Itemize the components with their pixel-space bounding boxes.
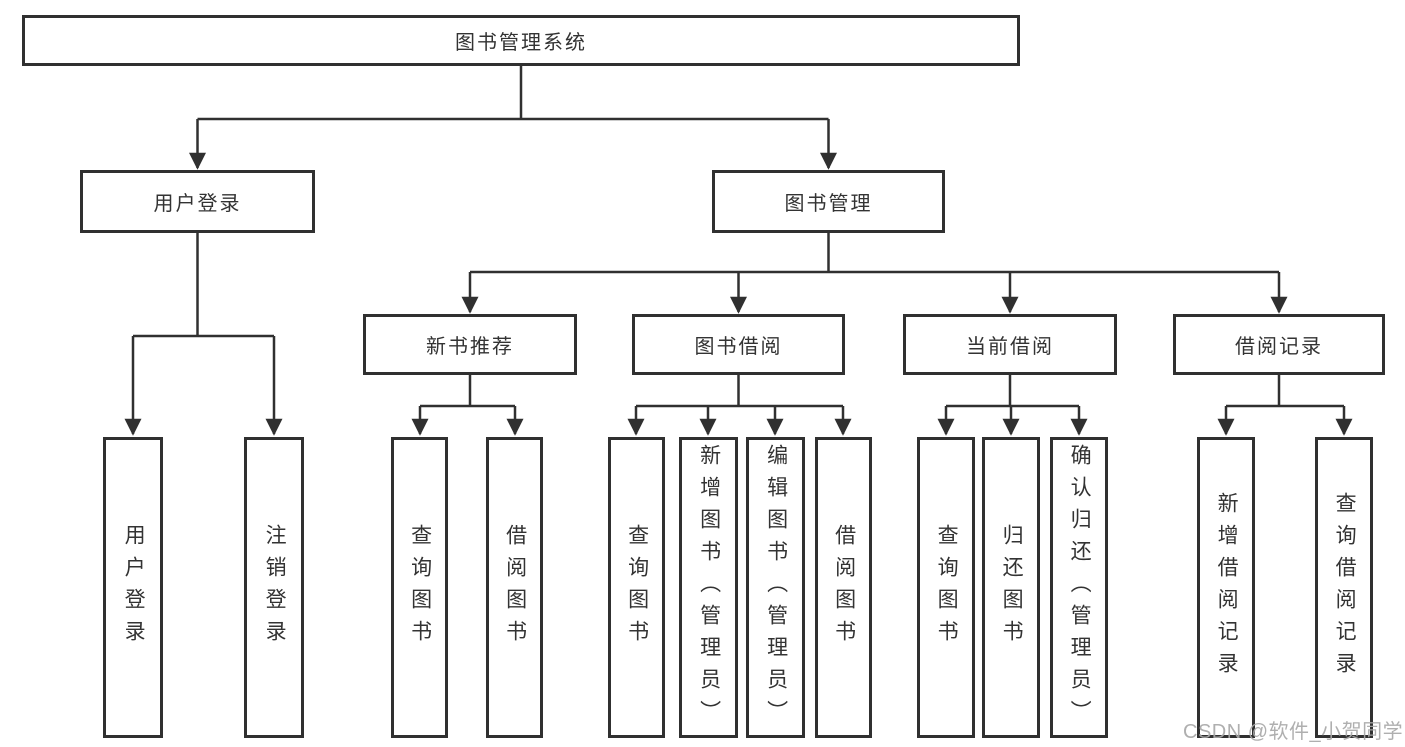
node-borrow-record-module: 借阅记录 bbox=[1173, 314, 1385, 375]
node-leaf-return-book: 归还图书 bbox=[982, 437, 1040, 738]
leaf-rec-query-book-label: 查询图书 bbox=[408, 523, 432, 652]
leaf-confirm-return-admin-label: 确认归还（管理员） bbox=[1068, 443, 1092, 732]
node-leaf-current-query-book: 查询图书 bbox=[917, 437, 975, 738]
node-leaf-add-borrow-record: 新增借阅记录 bbox=[1197, 437, 1255, 738]
leaf-logout-label: 注销登录 bbox=[263, 523, 287, 652]
leaf-edit-book-admin-label: 编辑图书（管理员） bbox=[764, 443, 788, 732]
node-leaf-user-login: 用户登录 bbox=[103, 437, 163, 738]
connector-user-login-to-leaves bbox=[124, 231, 283, 436]
connector-book-mgmt-to-level3 bbox=[461, 231, 1288, 314]
node-leaf-rec-query-book: 查询图书 bbox=[391, 437, 448, 738]
connector-book-borrow-to-leaves bbox=[627, 373, 852, 436]
node-book-borrow-module: 图书借阅 bbox=[632, 314, 845, 375]
leaf-user-login-label: 用户登录 bbox=[122, 523, 146, 652]
leaf-return-book-label: 归还图书 bbox=[1000, 523, 1024, 652]
book-borrow-label: 图书借阅 bbox=[694, 336, 783, 358]
book-mgmt-module-label: 图书管理 bbox=[784, 193, 873, 215]
node-user-login-module: 用户登录 bbox=[80, 170, 315, 233]
leaf-current-query-book-label: 查询图书 bbox=[935, 523, 959, 652]
connector-new-book-rec-to-leaves bbox=[411, 373, 524, 436]
leaf-borrow-query-book-label: 查询图书 bbox=[625, 523, 649, 652]
node-leaf-rec-borrow-book: 借阅图书 bbox=[486, 437, 543, 738]
current-borrow-label: 当前借阅 bbox=[966, 336, 1054, 358]
node-new-book-rec-module: 新书推荐 bbox=[363, 314, 577, 375]
node-leaf-borrow-borrow-book: 借阅图书 bbox=[815, 437, 872, 738]
borrow-record-label: 借阅记录 bbox=[1235, 336, 1323, 358]
new-book-rec-label: 新书推荐 bbox=[426, 336, 514, 358]
leaf-rec-borrow-book-label: 借阅图书 bbox=[503, 523, 527, 652]
node-leaf-query-borrow-record: 查询借阅记录 bbox=[1315, 437, 1373, 738]
node-leaf-logout: 注销登录 bbox=[244, 437, 304, 738]
node-leaf-edit-book-admin: 编辑图书（管理员） bbox=[746, 437, 805, 738]
node-leaf-confirm-return-admin: 确认归还（管理员） bbox=[1050, 437, 1108, 738]
connector-root-to-level2 bbox=[189, 64, 837, 170]
node-system-root: 图书管理系统 bbox=[22, 15, 1020, 66]
leaf-add-book-admin-label: 新增图书（管理员） bbox=[697, 443, 721, 732]
connector-current-borrow-to-leaves bbox=[937, 373, 1088, 436]
leaf-borrow-borrow-book-label: 借阅图书 bbox=[832, 523, 856, 652]
leaf-add-borrow-record-label: 新增借阅记录 bbox=[1215, 491, 1239, 684]
connector-borrow-record-to-leaves bbox=[1217, 373, 1353, 436]
leaf-query-borrow-record-label: 查询借阅记录 bbox=[1333, 491, 1357, 684]
node-current-borrow-module: 当前借阅 bbox=[903, 314, 1117, 375]
node-leaf-add-book-admin: 新增图书（管理员） bbox=[679, 437, 738, 738]
node-leaf-borrow-query-book: 查询图书 bbox=[608, 437, 665, 738]
system-root-label: 图书管理系统 bbox=[455, 32, 587, 54]
user-login-module-label: 用户登录 bbox=[153, 193, 242, 215]
node-book-mgmt-module: 图书管理 bbox=[712, 170, 945, 233]
